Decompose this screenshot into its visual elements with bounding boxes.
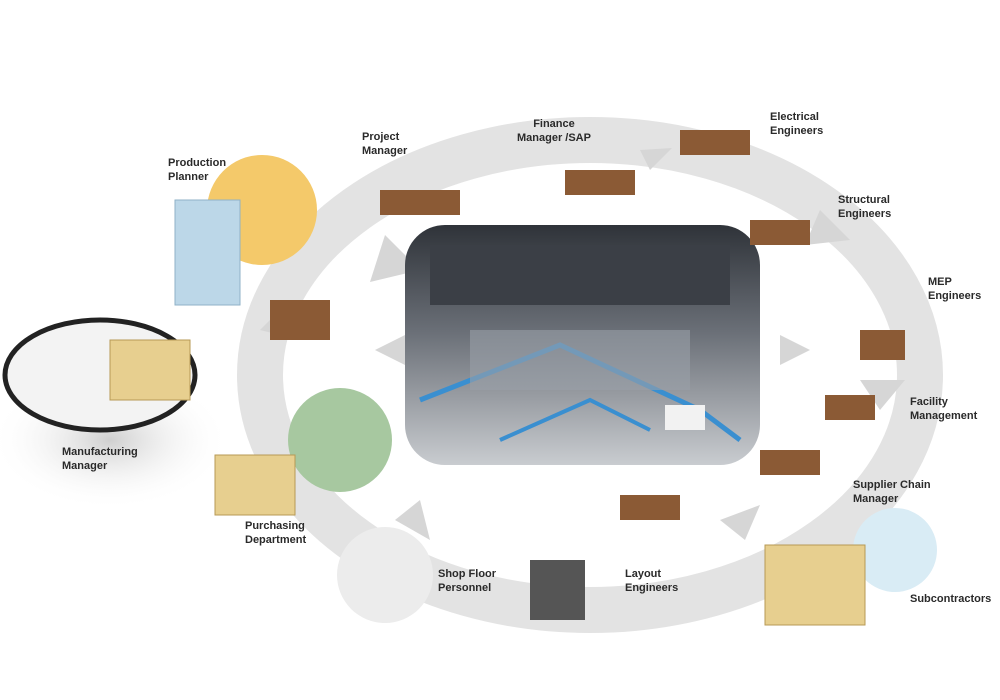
label-layout-engineers: Layout Engineers (625, 568, 679, 594)
shop-floor-vignette (337, 527, 433, 623)
label-mep-engineers: MEP Engineers (928, 276, 982, 302)
label-shop-floor-personnel: Shop Floor Personnel (438, 568, 497, 594)
label-structural-engineers: Structural Engineers (838, 194, 892, 220)
purchasing-vignette (288, 388, 392, 492)
supplier-vignette (853, 508, 937, 592)
label-manufacturing-manager: Manufacturing Manager (62, 446, 138, 472)
workstation-desks (270, 130, 905, 520)
label-purchasing-department: Purchasing Department (245, 520, 307, 546)
purchasing-building (214, 454, 296, 516)
label-supplier-chain-manager: Supplier Chain Manager (853, 479, 931, 505)
label-project-manager: Project Manager (362, 131, 408, 157)
factory-3d-model (405, 225, 760, 465)
label-facility-management: Facility Management (910, 396, 978, 422)
label-finance-manager: Finance Manager /SAP (517, 118, 591, 144)
plotter (530, 560, 585, 620)
office-tower (174, 199, 241, 306)
label-subcontractors: Subcontractors (910, 593, 992, 605)
workflow-ring (237, 117, 943, 633)
label-production-planner: Production Planner (168, 157, 227, 183)
label-electrical-engineers: Electrical Engineers (770, 111, 824, 137)
subcontractor-warehouse (764, 544, 866, 626)
